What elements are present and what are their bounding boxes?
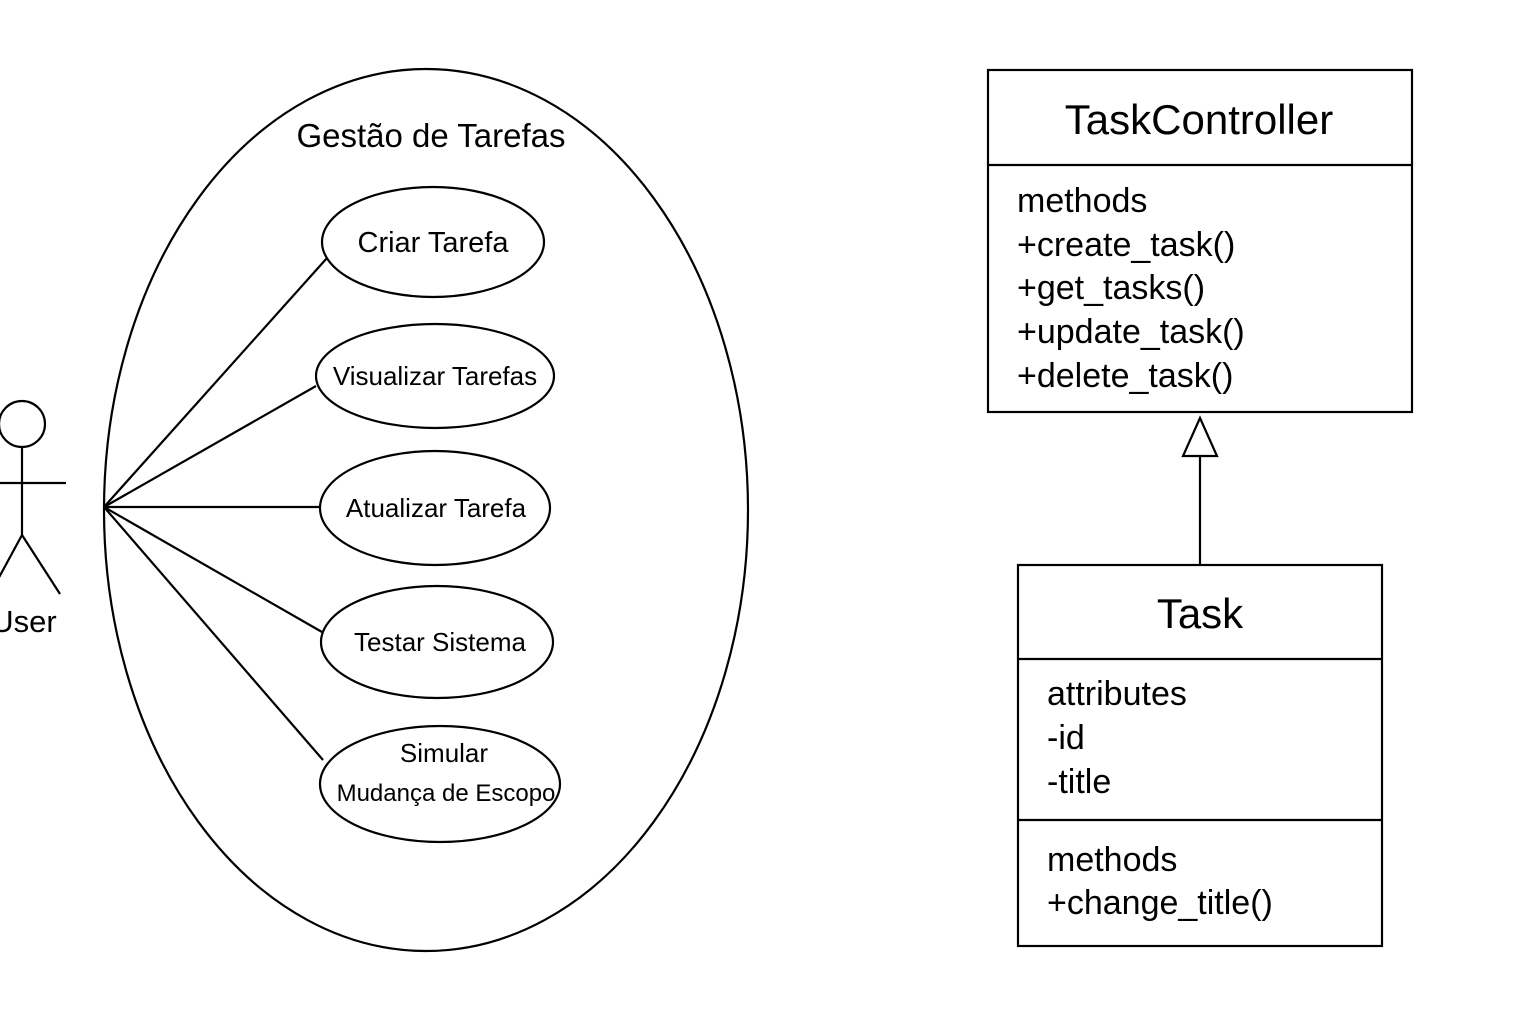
use-case-label: Testar Sistema — [354, 627, 526, 657]
use-case-label-line2: Mudança de Escopo — [337, 780, 556, 807]
use-case-ellipse — [319, 584, 555, 700]
association-visualizar-tarefas — [103, 385, 317, 508]
generalization-arrowhead — [1181, 415, 1219, 458]
use-case-label: Atualizar Tarefa — [346, 493, 527, 523]
actor-right-leg — [21, 534, 61, 595]
use-case-diagram: User Gestão de Tarefas Criar Tarefa Visu… — [0, 67, 750, 953]
system-boundary-title: Gestão de Tarefas — [296, 117, 565, 154]
actor-user: User — [0, 399, 66, 639]
use-case-ellipse — [320, 185, 546, 299]
system-boundary — [102, 67, 750, 953]
use-case-ellipse — [318, 724, 562, 844]
use-case-ellipse — [318, 449, 552, 567]
method-update-task: +update_task() — [1017, 313, 1245, 351]
association-lines — [103, 257, 328, 761]
use-case-atualizar-tarefa: Atualizar Tarefa — [318, 449, 552, 567]
actor-left-leg — [0, 534, 23, 578]
class-task: Task attributes -id -title methods +chan… — [1016, 563, 1384, 948]
association-criar-tarefa — [103, 257, 328, 508]
method-get-tasks: +get_tasks() — [1017, 269, 1205, 307]
actor-label: User — [0, 604, 57, 639]
use-case-label: Visualizar Tarefas — [333, 361, 537, 391]
use-case-visualizar-tarefas: Visualizar Tarefas — [314, 322, 556, 430]
class-name: Task — [1157, 590, 1244, 637]
section-heading-methods: methods — [1047, 841, 1177, 879]
use-case-label-line1: Simular — [400, 738, 488, 768]
section-heading-attributes: attributes — [1047, 675, 1187, 713]
use-case-ellipse — [314, 322, 556, 430]
method-delete-task: +delete_task() — [1017, 357, 1233, 395]
method-change-title: +change_title() — [1047, 884, 1273, 922]
class-box — [1016, 563, 1384, 948]
association-testar-sistema — [103, 506, 323, 633]
method-create-task: +create_task() — [1017, 226, 1235, 264]
use-case-testar-sistema: Testar Sistema — [319, 584, 555, 700]
association-simular-mudanca — [103, 506, 324, 761]
attribute-id: -id — [1047, 719, 1085, 757]
use-case-label: Criar Tarefa — [358, 227, 510, 259]
attribute-title: -title — [1047, 763, 1111, 801]
actor-head — [0, 399, 47, 449]
generalization-arrow — [1181, 415, 1219, 565]
class-diagram: TaskController methods +create_task() +g… — [986, 68, 1414, 948]
class-name: TaskController — [1065, 96, 1333, 143]
class-box — [986, 68, 1414, 414]
use-case-simular-mudanca-escopo: Simular Mudança de Escopo — [318, 724, 562, 844]
class-taskcontroller: TaskController methods +create_task() +g… — [986, 68, 1414, 414]
use-case-criar-tarefa: Criar Tarefa — [320, 185, 546, 299]
section-heading-methods: methods — [1017, 182, 1147, 220]
